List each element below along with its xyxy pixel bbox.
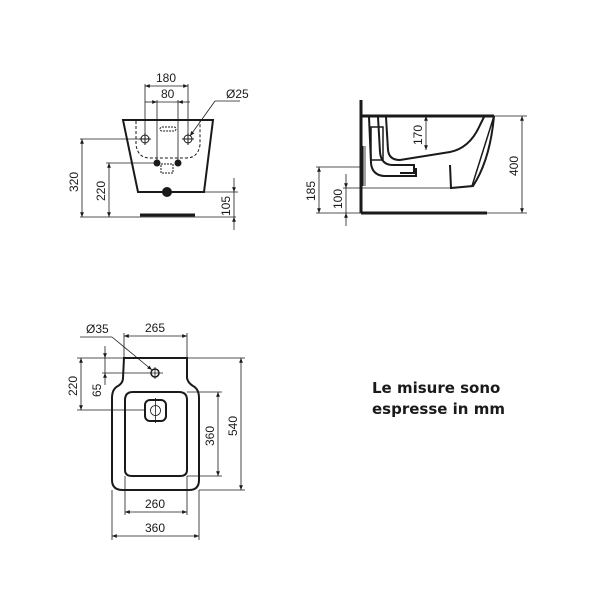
dim-170: 170 (411, 125, 425, 145)
units-note-line2: espresse in mm (372, 400, 505, 418)
dim-100: 100 (331, 189, 345, 209)
dim-diameter-25: Ø25 (226, 87, 249, 101)
dim-220: 220 (94, 181, 108, 201)
dim-360-horizontal: 360 (145, 521, 165, 535)
dim-260: 260 (145, 497, 165, 511)
dim-265: 265 (145, 321, 165, 335)
dim-360-vertical: 360 (203, 426, 217, 446)
units-note-line1: Le misure sono (372, 379, 501, 397)
dim-180: 180 (156, 71, 176, 85)
dim-80: 80 (161, 87, 175, 101)
units-note: Le misure sono espresse in mm (372, 378, 505, 420)
dim-65: 65 (90, 383, 104, 397)
dim-540: 540 (226, 416, 240, 436)
dim-320: 320 (67, 172, 81, 192)
top-view (77, 333, 245, 540)
side-view (316, 100, 527, 226)
front-view (80, 84, 240, 230)
dim-400: 400 (507, 156, 521, 176)
dim-105: 105 (219, 196, 233, 216)
dim-220-top: 220 (66, 376, 80, 396)
dim-185: 185 (304, 181, 318, 201)
dim-diameter-35: Ø35 (86, 322, 109, 336)
